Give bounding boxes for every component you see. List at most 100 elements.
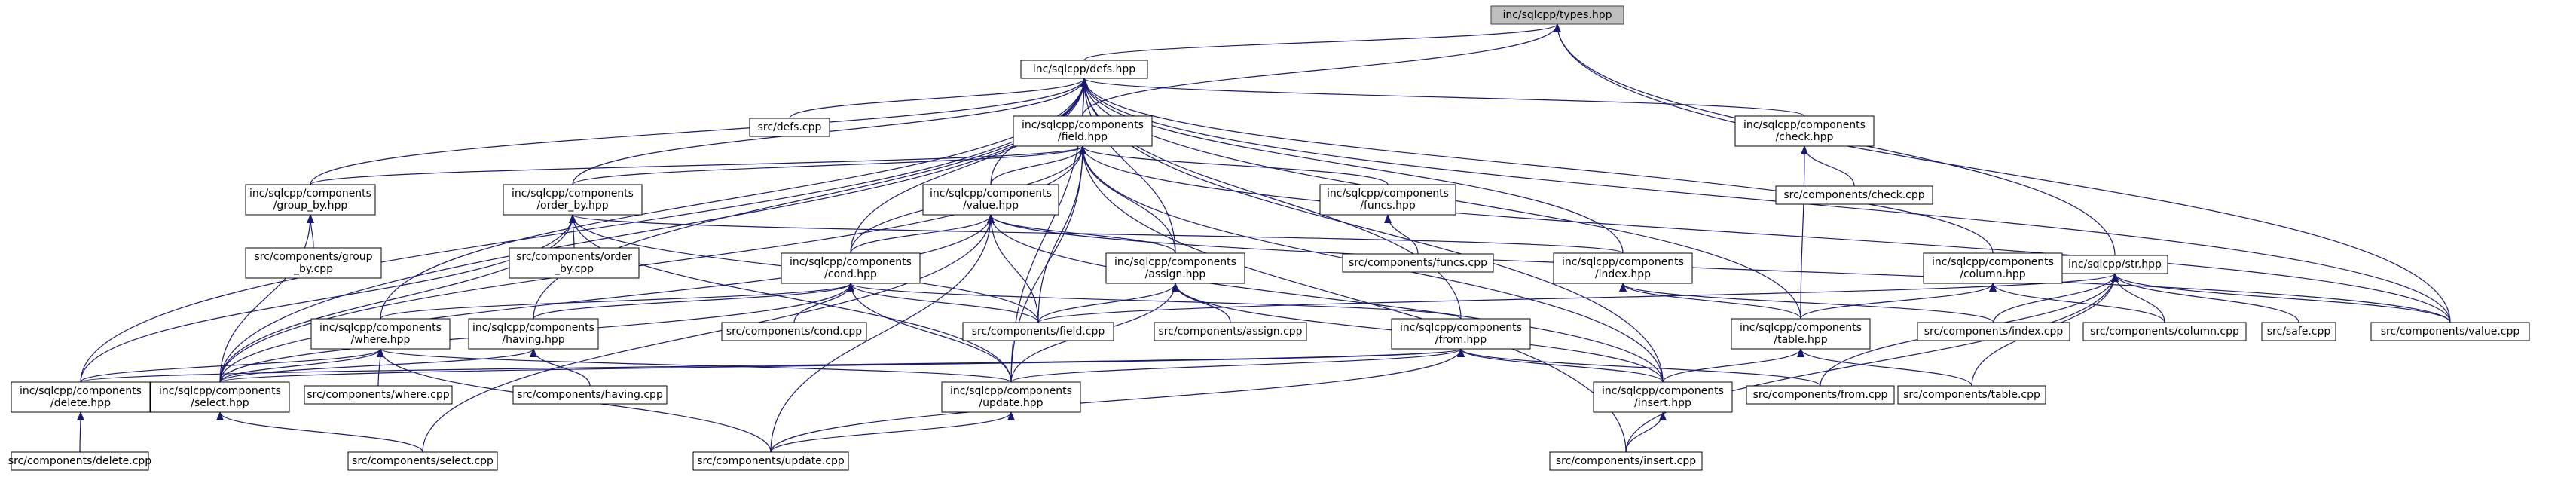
- node-label-line: src/components/having.cpp: [517, 389, 663, 401]
- edge-arrow-path: [2111, 273, 2165, 323]
- node-label-line: /check.hpp: [1776, 131, 1834, 143]
- node-field-cpp[interactable]: src/components/field.cpp: [962, 322, 1114, 341]
- node-column-hpp[interactable]: inc/sqlcpp/components/column.hpp: [1923, 252, 2063, 284]
- node-select-cpp[interactable]: src/components/select.cpp: [347, 451, 498, 471]
- node-label-line: /column.hpp: [1960, 268, 2025, 280]
- node-check-hpp[interactable]: inc/sqlcpp/components/check.hpp: [1734, 115, 1875, 147]
- node-box: [749, 118, 830, 137]
- node-insert-cpp[interactable]: src/components/insert.cpp: [1549, 451, 1703, 471]
- node-label-line: src/defs.cpp: [758, 121, 822, 133]
- node-where-hpp[interactable]: inc/sqlcpp/components/where.hpp: [310, 318, 451, 350]
- node-index-cpp[interactable]: src/components/index.cpp: [1917, 322, 2070, 341]
- node-select-hpp[interactable]: inc/sqlcpp/components/select.hpp: [150, 381, 290, 413]
- edge-arrow-path: [219, 348, 384, 383]
- include-edge: [219, 214, 995, 383]
- include-edge: [307, 214, 315, 249]
- node-group-by-cpp[interactable]: src/components/group_by.cpp: [245, 247, 382, 279]
- node-label-line: /field.hpp: [1058, 131, 1108, 143]
- node-safe-cpp[interactable]: src/safe.cpp: [2261, 322, 2336, 341]
- node-defs-cpp[interactable]: src/defs.cpp: [749, 118, 830, 137]
- include-edge: [770, 214, 995, 453]
- node-value-hpp[interactable]: inc/sqlcpp/components/value.hpp: [922, 184, 1059, 216]
- node-group-by-hpp[interactable]: inc/sqlcpp/components/group_by.hpp: [245, 184, 376, 216]
- node-assign-hpp[interactable]: inc/sqlcpp/components/assign.hpp: [1105, 252, 1245, 284]
- edge-arrow-path: [1801, 145, 1855, 187]
- edge-arrow-path: [380, 283, 854, 320]
- node-box: [1731, 318, 1871, 350]
- edge-arrow-path: [1625, 411, 1667, 453]
- node-label-line: inc/sqlcpp/components: [1022, 119, 1144, 131]
- node-order-by-hpp[interactable]: inc/sqlcpp/components/order_by.hpp: [503, 184, 643, 216]
- edge-arrow-path: [990, 145, 1086, 185]
- node-label-line: inc/sqlcpp/components: [1740, 322, 1862, 334]
- node-cond-cpp[interactable]: src/components/cond.cpp: [721, 322, 867, 341]
- node-funcs-hpp[interactable]: inc/sqlcpp/components/funcs.hpp: [1319, 184, 1456, 216]
- node-box: [245, 247, 382, 279]
- edge-arrow-path: [572, 145, 1086, 185]
- node-check-cpp[interactable]: src/components/check.cpp: [1775, 185, 1933, 205]
- node-order-by-cpp[interactable]: src/components/order_by.cpp: [509, 247, 640, 279]
- node-update-hpp[interactable]: inc/sqlcpp/components/update.hpp: [941, 381, 1081, 413]
- node-label-line: /having.hpp: [502, 334, 564, 346]
- include-edge: [850, 78, 1088, 254]
- node-update-cpp[interactable]: src/components/update.cpp: [692, 451, 849, 471]
- include-edge: [219, 214, 314, 383]
- node-box: [1013, 115, 1153, 147]
- node-from-hpp[interactable]: inc/sqlcpp/components/from.hpp: [1391, 318, 1531, 350]
- include-edge: [80, 348, 384, 383]
- include-edge: [1080, 78, 1176, 254]
- node-label-line: src/components/value.cpp: [2381, 326, 2520, 338]
- node-delete-cpp[interactable]: src/components/delete.cpp: [8, 451, 152, 471]
- include-edge: [847, 283, 1012, 383]
- node-box: [1549, 451, 1703, 471]
- node-box: [2082, 322, 2247, 341]
- node-label-line: /where.hpp: [351, 334, 411, 346]
- node-table-cpp[interactable]: src/components/table.cpp: [1897, 385, 2046, 405]
- include-edge: [219, 214, 576, 383]
- include-edge: [219, 348, 384, 383]
- include-edge: [1037, 145, 1086, 323]
- node-where-cpp[interactable]: src/components/where.cpp: [304, 385, 453, 405]
- include-edge: [1625, 411, 1667, 453]
- include-edge: [1457, 348, 1664, 383]
- include-edge: [572, 145, 1086, 185]
- node-box: [1319, 184, 1456, 216]
- include-edge: [2111, 273, 2165, 323]
- node-funcs-cpp[interactable]: src/components/funcs.cpp: [1342, 253, 1494, 273]
- node-delete-hpp[interactable]: inc/sqlcpp/components/delete.hpp: [11, 381, 151, 413]
- node-having-hpp[interactable]: inc/sqlcpp/components/having.hpp: [468, 318, 599, 350]
- node-field-hpp[interactable]: inc/sqlcpp/components/field.hpp: [1013, 115, 1153, 147]
- node-assign-cpp[interactable]: src/components/assign.cpp: [1154, 322, 1307, 341]
- node-label-line: src/components/insert.cpp: [1556, 455, 1696, 467]
- edge-arrow-path: [1079, 145, 2451, 323]
- include-edge: [1800, 283, 1997, 320]
- node-box: [1154, 322, 1307, 341]
- edge-arrow-path: [847, 283, 1039, 323]
- node-table-hpp[interactable]: inc/sqlcpp/components/table.hpp: [1731, 318, 1871, 350]
- edge-arrow-path: [1080, 78, 1176, 254]
- node-label-line: /order_by.hpp: [536, 200, 608, 212]
- node-label-line: /cond.hpp: [824, 268, 877, 280]
- include-edge: [1010, 145, 1086, 383]
- node-defs-hpp[interactable]: inc/sqlcpp/defs.hpp: [1020, 60, 1148, 79]
- node-cond-hpp[interactable]: inc/sqlcpp/components/cond.hpp: [781, 252, 921, 284]
- edge-arrow-path: [987, 214, 1039, 323]
- node-str-hpp[interactable]: inc/sqlcpp/str.hpp: [2061, 255, 2168, 274]
- edge-arrow-path: [307, 214, 315, 249]
- edge-arrow-path: [80, 348, 1465, 383]
- include-edge: [987, 214, 1176, 254]
- node-from-cpp[interactable]: src/components/from.cpp: [1746, 385, 1895, 405]
- node-insert-hpp[interactable]: inc/sqlcpp/components/insert.hpp: [1593, 381, 1733, 413]
- node-column-cpp[interactable]: src/components/column.cpp: [2082, 322, 2247, 341]
- node-box: [1734, 115, 1875, 147]
- edge-arrow-path: [2111, 273, 2451, 323]
- edge-arrow-path: [80, 214, 576, 383]
- edge-arrow-path: [533, 283, 854, 320]
- node-having-cpp[interactable]: src/components/having.cpp: [512, 385, 668, 405]
- include-edge: [76, 411, 84, 453]
- node-label-line: src/components/update.cpp: [697, 455, 845, 467]
- node-index-hpp[interactable]: inc/sqlcpp/components/index.hpp: [1553, 252, 1693, 284]
- node-value-cpp[interactable]: src/components/value.cpp: [2370, 322, 2530, 341]
- edge-arrow-path: [1010, 348, 1465, 383]
- include-edge: [1080, 78, 1994, 254]
